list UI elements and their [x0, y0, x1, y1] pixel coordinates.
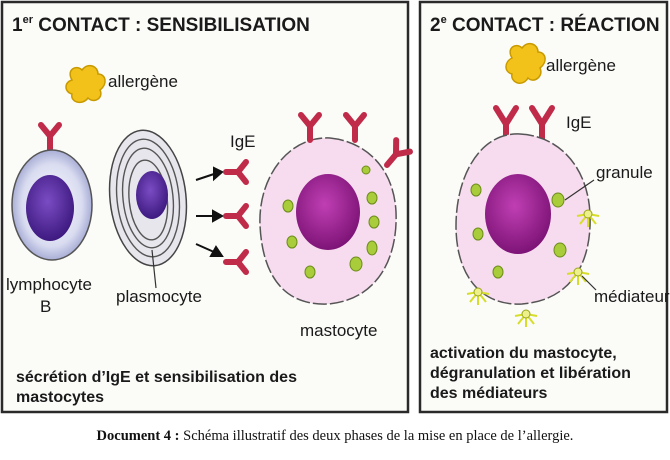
lymphocyte-nucleus: [26, 175, 74, 241]
mediator-label: médiateur: [594, 287, 670, 306]
mastocyte-label: mastocyte: [300, 321, 377, 340]
allergen-label-right: allergène: [546, 56, 616, 75]
mastocyte-granules-right: [470, 183, 567, 279]
allergen-shape-right: [505, 42, 546, 84]
figure-caption: Document 4 : Schéma illustratif des deux…: [0, 428, 670, 445]
mastocyte-nucleus-left: [296, 174, 360, 250]
ige-label-left: IgE: [230, 132, 256, 151]
plasmocyte-label: plasmocyte: [116, 287, 202, 306]
lymphocyte-b-label: B: [40, 297, 51, 316]
allergen-label: allergène: [108, 72, 178, 91]
left-summary-line2: mastocytes: [16, 389, 104, 406]
plasmocyte-nucleus: [136, 171, 168, 219]
lymphocyte-label: lymphocyte: [6, 275, 92, 294]
ige-label-right: IgE: [566, 113, 592, 132]
secretion-arrows: [195, 166, 225, 257]
plasmocyte-pointer: [151, 249, 157, 289]
mastocyte-granules-left: [282, 165, 380, 279]
left-summary-line1: sécrétion d’IgE et sensibilisation des: [16, 369, 297, 386]
caption-label: Document 4 :: [96, 428, 180, 444]
right-summary-line1: activation du mastocyte,: [430, 345, 617, 362]
left-panel-title: 1er CONTACT : SENSIBILISATION: [12, 14, 310, 36]
mastocyte-nucleus-right: [485, 174, 551, 254]
right-summary-line3: des médiateurs: [430, 385, 547, 402]
granule-label: granule: [596, 163, 653, 182]
granule-pointer: [564, 179, 595, 201]
right-summary-line2: dégranulation et libération: [430, 365, 631, 382]
caption-text: Schéma illustratif des deux phases de la…: [179, 428, 574, 444]
free-ige-antibodies: [223, 159, 249, 275]
mediator-pointer: [581, 275, 597, 291]
right-panel-title: 2e CONTACT : RÉACTION: [430, 14, 660, 36]
allergen-shape: [65, 64, 106, 104]
